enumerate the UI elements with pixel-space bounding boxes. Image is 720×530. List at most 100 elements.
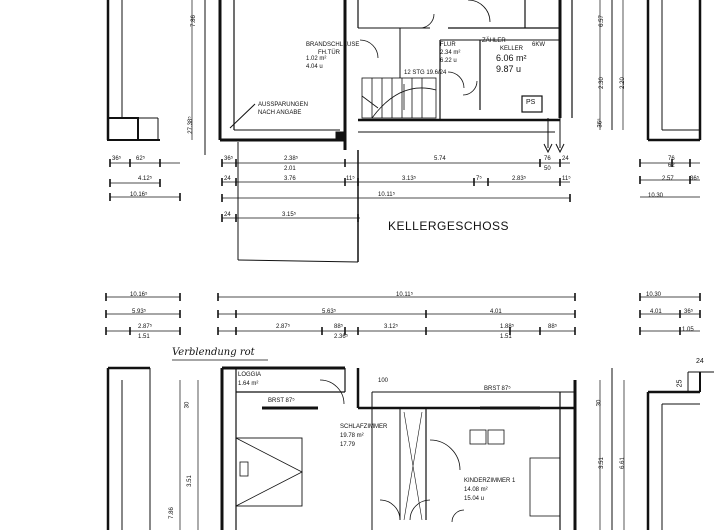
dim-m3-2: 88⁵ <box>334 324 344 330</box>
left-wall-top <box>106 0 206 155</box>
room-flur-area: 2.34 m² <box>440 50 461 56</box>
vdim-13: 30 <box>596 399 603 407</box>
dim-m3b-2: 1.51 <box>500 334 512 340</box>
dim-t1-1: 62⁵ <box>136 156 146 162</box>
room-zaehler-sub: KELLER <box>500 46 524 52</box>
upper-floor-right <box>611 368 714 530</box>
dim-t3-0: 10.16⁵ <box>130 192 148 198</box>
upper-floor-walls <box>106 359 577 530</box>
dim-t1-5: 76 <box>544 156 551 162</box>
room-schlafzimmer-area: 19.78 m² <box>340 433 364 439</box>
basement-outer-walls <box>218 0 573 150</box>
dim-t3-1: 10.11⁵ <box>378 192 396 198</box>
room-zaehler-extra: 6KW <box>532 42 546 48</box>
room-kinderzimmer-area: 14.08 m² <box>464 487 488 493</box>
vdim-9: 3.51 <box>598 457 605 469</box>
dim-m1-0: 10.16⁵ <box>130 292 148 298</box>
basement-stair <box>361 77 437 119</box>
dim-m3b-1: 2.36⁵ <box>334 334 349 340</box>
dim-m1-2: 10.30 <box>646 292 662 298</box>
vdim-6: 30 <box>184 401 191 409</box>
dim-tr-2: 2.57 <box>662 176 674 182</box>
room-zaehler-name: ZÄHLER <box>482 38 506 44</box>
vdim-3: 2.20 <box>619 77 626 89</box>
dim-tr-4: 10.30 <box>648 193 664 199</box>
dim-m3b-0: 1.51 <box>138 334 150 340</box>
dim-tr-3: 36⁵ <box>690 176 700 182</box>
dim-t2-4: 3.13⁵ <box>402 176 417 182</box>
ps-box <box>521 95 543 113</box>
parapet-2: BRST 87⁵ <box>484 386 511 392</box>
dim-t2-7: 11⁵ <box>562 176 571 182</box>
dim-t1b-1: 50 <box>544 166 551 172</box>
room-schlafzimmer-perimeter: 17.79 <box>340 442 356 448</box>
room-zaehler-area: 6.06 m² <box>496 53 527 63</box>
dim-t4-0: 24 <box>224 212 231 218</box>
room-loggia-area: 1.64 m² <box>238 381 259 387</box>
room-loggia-name: LOGGIA <box>238 372 262 378</box>
room-flur-name: FLUR <box>440 42 456 48</box>
recess-markers <box>229 103 359 263</box>
room-schlafzimmer-name: SCHLAFZIMMER <box>340 424 388 430</box>
room-brandschleuse-name: BRANDSCHLEUSE <box>306 42 360 48</box>
dim-m2-4: 36⁵ <box>684 309 694 315</box>
dim-m2-1: 5.63⁵ <box>322 309 337 315</box>
section-arrow <box>543 118 565 154</box>
dim-m3-6: 1.05 <box>682 327 694 333</box>
dim-t2-2: 3.76 <box>284 176 296 182</box>
vdim-12: 24 <box>696 358 704 365</box>
handwritten-note: Verblendung rot <box>172 347 255 358</box>
dim-m3-0: 2.87⁵ <box>138 324 153 330</box>
dim-lines-mid <box>105 293 701 335</box>
dim-t4-1: 3.15⁵ <box>282 212 297 218</box>
room-flur-perimeter: 6.22 u <box>440 58 457 64</box>
stair-label: 12 STG 19.6/24 <box>404 70 447 76</box>
dim-t2-3: 11⁵ <box>346 176 355 182</box>
room-zaehler-perimeter: 9.87 u <box>496 64 522 74</box>
dim-t2-5: 7⁵ <box>476 176 482 182</box>
dim-t1-2: 36⁵ <box>224 156 234 162</box>
dim-tr-1: 62 <box>668 163 675 169</box>
vdim-1: 6.57 <box>598 15 605 27</box>
dim-100: 100 <box>378 378 389 384</box>
dim-m2-0: 5.93⁵ <box>132 309 147 315</box>
vdim-0: 7.86 <box>190 15 197 27</box>
room-brandschleuse-sub: FH.TÜR <box>318 50 340 56</box>
dim-t1-3: 2.38⁵ <box>284 156 299 162</box>
dim-t1-0: 36⁵ <box>112 156 122 162</box>
vdim-11: 25 <box>676 379 684 388</box>
basement-door-swings <box>359 0 491 96</box>
vdim-2: 2.30 <box>598 77 605 89</box>
dim-t1b-0: 2.01 <box>284 166 296 172</box>
vdim-10: 6.61 <box>619 457 626 469</box>
dim-m2-2: 4.01 <box>490 309 502 315</box>
dim-m2-3: 4.01 <box>650 309 662 315</box>
vdim-8: 7.86 <box>168 507 175 519</box>
dim-m3-4: 1.88⁵ <box>500 324 515 330</box>
drawing-title: KELLERGESCHOSS <box>388 219 510 233</box>
vdim-7: 3.51 <box>186 475 193 487</box>
recess-note-2: NACH ANGABE <box>258 110 302 116</box>
dim-t2-1: 24 <box>224 176 231 182</box>
dim-tr-0: 76 <box>668 156 675 162</box>
recess-note-1: AUSSPARUNGEN <box>258 102 308 108</box>
vdim-5: 36⁵ <box>597 118 604 128</box>
dim-m1-1: 10.11⁵ <box>396 292 414 298</box>
dim-t1-4: 5.74 <box>434 156 446 162</box>
parapet-1: BRST 87⁵ <box>268 398 295 404</box>
dim-t2-0: 4.12⁵ <box>138 176 153 182</box>
room-brandschleuse-perimeter: 4.04 u <box>306 64 323 70</box>
dim-t2-6: 2.83⁵ <box>512 176 527 182</box>
dim-m3-1: 2.87⁵ <box>276 324 291 330</box>
dim-m3-3: 3.12⁵ <box>384 324 399 330</box>
dim-lines-top <box>109 159 700 222</box>
dim-m3-5: 88⁵ <box>548 324 558 330</box>
ps-label: PS <box>526 99 536 106</box>
vertical-dim-lines <box>179 0 625 530</box>
room-kinderzimmer-name: KINDERZIMMER 1 <box>464 478 516 484</box>
room-brandschleuse-area: 1.02 m² <box>306 56 327 62</box>
vdim-4: 27.38⁵ <box>187 116 194 134</box>
dim-t1-6: 24 <box>562 156 569 162</box>
right-wall-top <box>611 0 702 142</box>
